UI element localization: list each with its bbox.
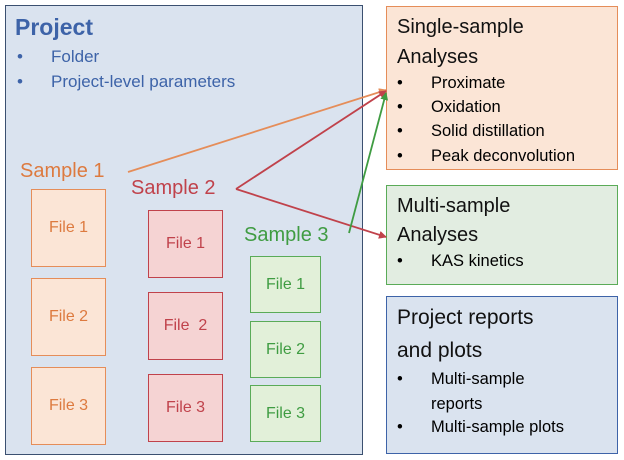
sample-1-file-2[interactable]: File 2 xyxy=(31,278,106,356)
sample-1-file-1[interactable]: File 1 xyxy=(31,189,106,267)
bullet-dot: • xyxy=(397,147,403,165)
bullet-dot: • xyxy=(397,122,403,140)
single-sample-title-line1: Single-sample xyxy=(397,16,524,38)
project-bullet-folder: • Folder xyxy=(17,47,317,69)
project-title: Project xyxy=(15,14,93,40)
bullet-dot: • xyxy=(397,74,403,92)
sample-2-label: Sample 2 xyxy=(131,177,216,199)
single-sample-analyses-panel[interactable]: Single-sample Analyses • Proximate • Oxi… xyxy=(386,6,618,170)
multi-sample-title-line1: Multi-sample xyxy=(397,195,511,217)
single-bullet-label: Solid distillation xyxy=(431,122,545,140)
sample-2-file-1[interactable]: File 1 xyxy=(148,210,223,278)
bullet-dot: • xyxy=(17,72,23,91)
bullet-dot: • xyxy=(397,98,403,116)
bullet-dot: • xyxy=(17,47,23,66)
reports-title-line1: Project reports xyxy=(397,306,534,329)
single-bullet-label: Peak deconvolution xyxy=(431,147,576,165)
reports-title-line2: and plots xyxy=(397,339,483,362)
project-bullet-label: Folder xyxy=(51,47,100,66)
project-bullet-parameters: • Project-level parameters xyxy=(17,72,317,94)
project-bullet-label: Project-level parameters xyxy=(51,72,236,91)
single-bullet-label: Proximate xyxy=(431,74,506,92)
sample-1-file-3[interactable]: File 3 xyxy=(31,367,106,445)
multi-bullet-label: KAS kinetics xyxy=(431,252,524,270)
bullet-dot: • xyxy=(397,418,403,436)
single-bullet-label: Oxidation xyxy=(431,98,501,116)
reports-bullet-label-cont: reports xyxy=(431,395,483,413)
project-reports-panel[interactable]: Project reports and plots • Multi-sample… xyxy=(386,296,618,454)
sample-3-label: Sample 3 xyxy=(244,224,329,246)
multi-sample-title-line2: Analyses xyxy=(397,224,479,246)
sample-1-label: Sample 1 xyxy=(20,160,105,182)
bullet-dot: • xyxy=(397,370,403,388)
single-sample-title-line2: Analyses xyxy=(397,46,479,68)
sample-3-file-1[interactable]: File 1 xyxy=(250,256,321,313)
sample-2-file-3[interactable]: File 3 xyxy=(148,374,223,442)
sample-3-file-2[interactable]: File 2 xyxy=(250,321,321,378)
reports-bullet-label: Multi-sample plots xyxy=(431,418,564,436)
bullet-dot: • xyxy=(397,252,403,270)
multi-sample-analyses-panel[interactable]: Multi-sample Analyses • KAS kinetics xyxy=(386,185,618,285)
sample-2-file-2[interactable]: File 2 xyxy=(148,292,223,360)
sample-3-file-3[interactable]: File 3 xyxy=(250,385,321,442)
reports-bullet-label: Multi-sample xyxy=(431,370,525,388)
